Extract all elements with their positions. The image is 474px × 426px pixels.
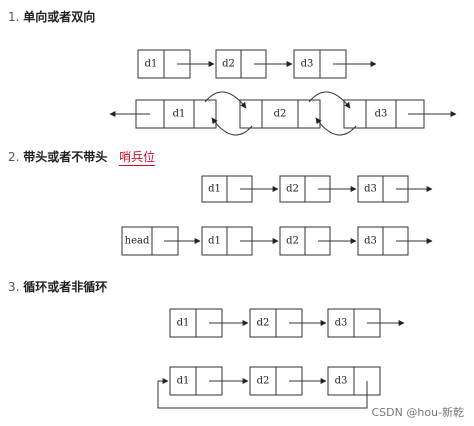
db-curve-1-back	[211, 117, 253, 136]
s3-node-d3-label: d3	[335, 318, 348, 329]
db-node-d1-label: d1	[173, 109, 186, 120]
db-curve-2-fwd	[308, 91, 351, 109]
cr-loop-back-arrow	[157, 378, 368, 409]
sentinel-tag: 哨兵位	[119, 150, 156, 166]
hd-node-d2-label: d2	[286, 236, 299, 247]
hd-node-d3-label: d3	[364, 236, 377, 247]
s1-node-d3-label: d3	[301, 59, 314, 70]
s2-node-d1-label: d1	[208, 184, 221, 195]
heading-1-title: 单向或者双向	[23, 10, 96, 24]
hd-node-d1-label: d1	[208, 236, 221, 247]
s3-node-d1-label: d1	[177, 318, 190, 329]
heading-3: 3. 循环或者非循环	[8, 278, 107, 295]
db-curve-1-fwd	[204, 91, 247, 109]
cr-node-d1-label: d1	[177, 376, 190, 387]
hd-node-head-label: head	[125, 236, 150, 247]
watermark: CSDN @hou-新乾	[371, 406, 464, 419]
heading-1: 1. 单向或者双向	[8, 8, 95, 25]
cr-node-d2-label: d2	[257, 376, 270, 387]
db-curve-2-back	[315, 117, 357, 136]
heading-2-title: 带头或者不带头	[23, 150, 108, 164]
cr-node-d3-label: d3	[335, 376, 348, 387]
s2-node-d3-label: d3	[364, 184, 377, 195]
s2-node-d2-label: d2	[286, 184, 299, 195]
db-node-d2-label: d2	[274, 109, 287, 120]
db-node-d2-box	[239, 99, 321, 129]
s1-node-d2-label: d2	[222, 59, 235, 70]
heading-2: 2. 带头或者不带头 哨兵位	[8, 148, 156, 166]
heading-1-number: 1.	[8, 10, 20, 24]
s1-node-d1-label: d1	[145, 59, 158, 70]
heading-3-title: 循环或者非循环	[23, 280, 108, 294]
heading-3-number: 3.	[8, 280, 20, 294]
s3-node-d2-label: d2	[257, 318, 270, 329]
db-node-d3-label: d3	[375, 109, 388, 120]
heading-2-number: 2.	[8, 150, 20, 164]
